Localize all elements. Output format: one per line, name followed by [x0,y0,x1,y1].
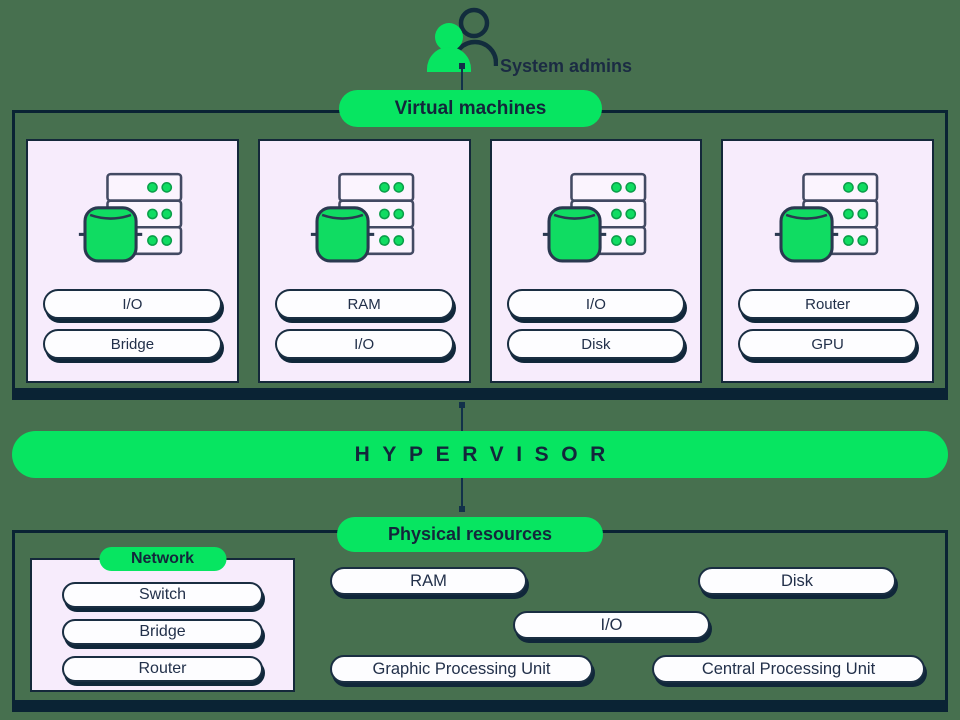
vm-resource-pill: Router [738,289,917,319]
vm-resource-pill: RAM [274,289,454,319]
hypervisor-bar: HYPERVISOR [12,431,948,478]
resource-pill-cpu: Central Processing Unit [652,655,925,683]
connector-hypervisor-physical [459,478,465,512]
network-pill: Bridge [62,619,263,645]
server-icon [310,172,415,263]
vm-container: I/O Bridge RAM I/O [12,110,948,400]
network-pill: Router [62,656,263,682]
connector-vm-hypervisor [459,402,465,431]
server-icon [79,172,183,263]
resource-pill-io: I/O [513,611,710,639]
actor-label: System admins [500,56,633,76]
vm-resource-pill: I/O [43,289,222,319]
vm-resource-pill: GPU [738,329,917,359]
server-icon [774,172,878,263]
actor-group: System admins [424,4,632,79]
network-group-label: Network [99,547,226,571]
vm-card-4: Router GPU [721,139,934,383]
network-pill: Switch [62,582,263,608]
vm-resource-pill: I/O [506,289,686,319]
connector-admins-vm [459,63,465,91]
vm-resource-pill: I/O [274,329,454,359]
resource-pill-ram: RAM [330,567,527,595]
network-group: Network Switch Bridge Router [30,547,295,692]
vm-section-label: Virtual machines [339,90,602,127]
vm-card-3: I/O Disk [489,139,703,383]
physical-section-label: Physical resources [337,517,603,552]
vm-card-2: RAM I/O [257,139,471,383]
vm-resource-pill: Bridge [43,329,222,359]
server-icon [542,172,647,263]
physical-container: Network Switch Bridge Router RAM Disk I/… [12,530,948,712]
vm-card-1: I/O Bridge [26,139,239,383]
resource-pill-disk: Disk [698,567,896,595]
resource-pill-gpu: Graphic Processing Unit [330,655,593,683]
vm-resource-pill: Disk [506,329,686,359]
